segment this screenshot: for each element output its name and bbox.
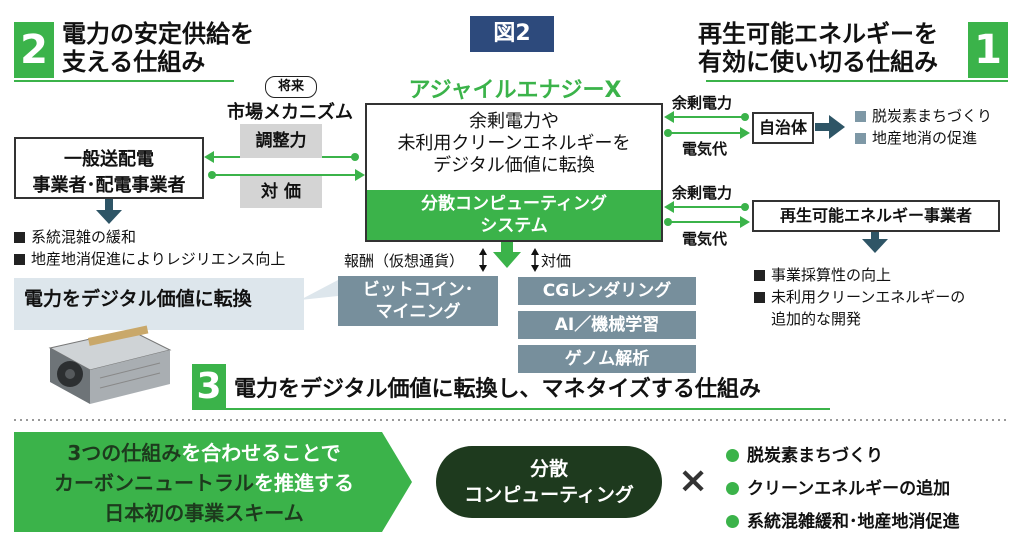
banner-line2: カーボンニュートラルを推進する [54,471,354,495]
list-item: 追加的な開発 [771,310,862,328]
distributed-system-box: 分散コンピューティング システム [367,190,661,240]
section-2-title-line2: 支える仕組み [62,48,206,76]
callout-box [14,278,304,330]
arrow-renewable-down [862,226,888,253]
section-2-number: 2 [14,22,54,78]
center-line3: デジタル価値に転換 [433,155,595,176]
arrow-system-down [493,240,521,268]
grid-operator-benefits: 系統混雑の緩和 地産地消促進によりレジリエンス向上 [14,226,285,270]
arrow-municipality-right [815,115,845,139]
section-1-number: 1 [968,22,1008,78]
list-item: 事業採算性の向上 [754,264,965,286]
center-line1: 余剰電力や [469,111,559,132]
renewable-benefits: 事業採算性の向上 未利用クリーンエネルギーの 追加的な開発 [754,264,965,330]
adjustment-capacity-label: 調整力 [240,124,322,158]
arrow-fee-to-renewable [664,216,750,228]
section-1-title-line1: 再生可能エネルギーを [698,20,938,48]
arrow-reward-updown [479,248,487,272]
app-genome-analysis: ゲノム解析 [518,345,696,373]
app-ai-ml: AI／機械学習 [518,311,696,339]
banner-line3: 日本初の事業スキーム [104,501,304,525]
renewable-fee-label: 電気代 [682,230,728,248]
section-3-title: 電力をデジタル価値に転換し、マネタイズする仕組み [234,377,761,402]
section-2-underline [14,80,234,82]
list-item: 脱炭素まちづくり [855,105,992,127]
renewable-surplus-label: 余剰電力 [672,184,733,202]
distributed-system-line1: 分散コンピューティング [421,194,607,214]
mining-rig-image [48,325,172,404]
grid-operator-line2: 事業者･配電事業者 [32,175,186,196]
list-item: 未利用クリーンエネルギーの [754,286,965,308]
bitcoin-line1: ビットコイン･ [362,280,474,300]
center-text: 余剰電力や 未利用クリーンエネルギーを デジタル価値に転換 [367,105,661,177]
arrow-grid-down [96,197,122,224]
bottom-banner-text: 3つの仕組みを合わせることで カーボンニュートラルを推進する 日本初の事業スキー… [24,438,384,528]
bitcoin-line2: マイニング [375,302,461,322]
center-line2: 未利用クリーンエネルギーを [397,133,631,154]
grid-operator-box: 一般送配電 事業者･配電事業者 [14,137,204,199]
section-3-number: 3 [192,364,226,410]
market-mechanism-label: 市場メカニズム [227,102,353,123]
section-3-underline [192,408,830,410]
bottom-banner-shape [14,432,412,532]
arrow-fee-to-municipality [664,127,750,139]
center-box: 余剰電力や 未利用クリーンエネルギーを デジタル価値に転換 分散コンピューティン… [365,103,663,242]
section-1-underline [706,80,1008,82]
reward-label: 報酬（仮想通貨） [344,252,465,270]
company-name: アジャイルエナジーX [408,78,622,103]
arrow-price-updown [531,248,539,272]
pill-line2: コンピューティング [464,484,634,506]
municipality-surplus-label: 余剰電力 [672,94,733,112]
banner-line1: 3つの仕組みを合わせることで [67,441,341,465]
section-2-title-line1: 電力の安定供給を [62,20,254,48]
section-1-title-line2: 有効に使い切る仕組み [698,48,938,76]
list-item: 系統混雑の緩和 [14,226,285,248]
arrow-surplus-to-center-bottom [664,201,749,213]
price-label: 対価 [541,252,572,270]
arrow-surplus-to-center-top [664,111,749,123]
bottom-bullets: 脱炭素まちづくり クリーンエネルギーの追加 系統混雑緩和･地産地消促進 [726,440,960,539]
list-item: 地産地消促進によりレジリエンス向上 [14,248,285,270]
callout-pointer [300,280,338,300]
municipality-fee-label: 電気代 [682,140,728,158]
distributed-computing-pill: 分散 コンピューティング [436,446,662,518]
list-item: クリーンエネルギーの追加 [726,473,960,506]
figure-label: 図2 [470,16,554,52]
app-cg-rendering: CGレンダリング [518,277,696,305]
municipality-benefits: 脱炭素まちづくり 地産地消の促進 [855,105,992,149]
times-symbol: × [678,460,709,501]
renewable-operator-box: 再生可能エネルギー事業者 [752,200,1000,232]
grid-operator-line1: 一般送配電 [64,149,154,170]
list-item: 系統混雑緩和･地産地消促進 [726,506,960,539]
callout-text: 電力をデジタル価値に転換 [24,288,252,310]
bitcoin-mining-box: ビットコイン･ マイニング [338,276,498,326]
list-item: 脱炭素まちづくり [726,440,960,473]
future-tag: 将来 [265,76,317,98]
list-item: 地産地消の促進 [855,127,992,149]
distributed-system-line2: システム [480,216,548,236]
arrow-price-to-center [208,169,365,181]
market-price-label: 対 価 [240,176,322,208]
municipality-box: 自治体 [752,112,814,144]
pill-line1: 分散 [529,458,568,480]
